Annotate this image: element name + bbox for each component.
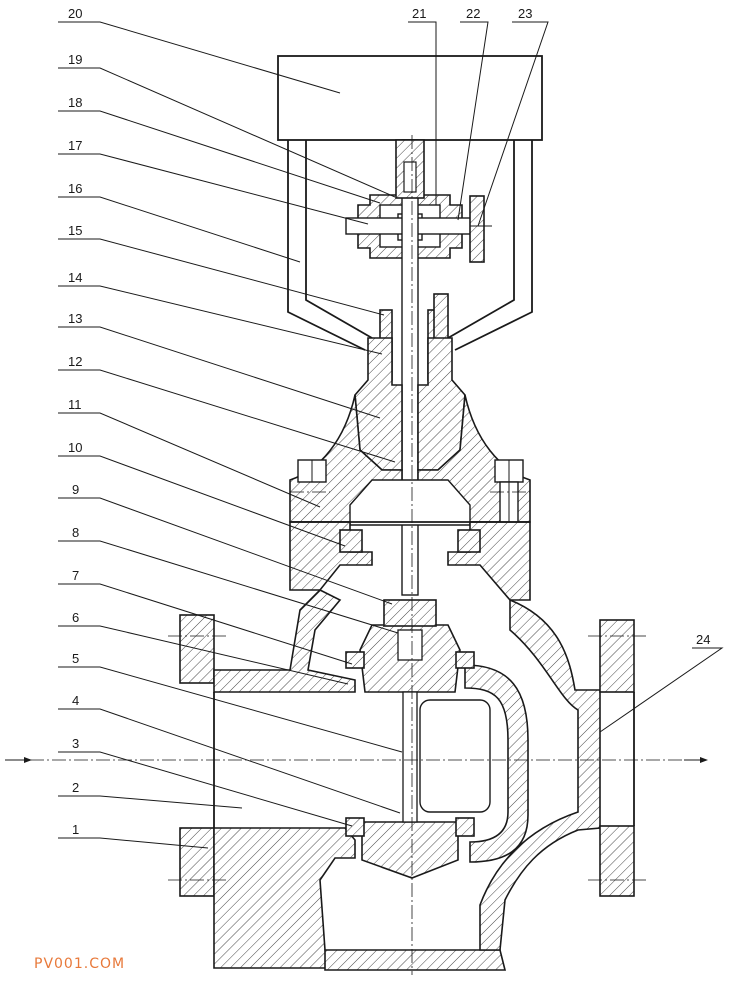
part-label-1: 1 [72, 822, 79, 837]
part-label-10: 10 [68, 440, 82, 455]
part-label-16: 16 [68, 181, 82, 196]
stem-coupling [345, 194, 492, 263]
leader-lines [58, 21, 724, 849]
part-label-23: 23 [518, 6, 532, 21]
part-label-20: 20 [68, 6, 82, 21]
bonnet-bolt-left [297, 459, 327, 483]
part-label-15: 15 [68, 223, 82, 238]
part-label-8: 8 [72, 525, 79, 540]
upper-plug [345, 599, 475, 693]
part-label-18: 18 [68, 95, 82, 110]
inlet-arrow-icon [5, 757, 32, 763]
part-labels: 20 19 18 17 16 15 14 13 12 11 10 9 8 7 6… [68, 6, 710, 837]
part-label-2: 2 [72, 780, 79, 795]
part-label-24: 24 [696, 632, 710, 647]
part-label-12: 12 [68, 354, 82, 369]
part-label-22: 22 [466, 6, 480, 21]
part-label-14: 14 [68, 270, 82, 285]
part-label-21: 21 [412, 6, 426, 21]
part-label-11: 11 [68, 397, 82, 412]
part-label-9: 9 [72, 482, 79, 497]
part-label-17: 17 [68, 138, 82, 153]
part-label-3: 3 [72, 736, 79, 751]
valve-body [179, 589, 635, 971]
actuator-box [277, 55, 543, 141]
part-label-19: 19 [68, 52, 82, 67]
center-lines [30, 135, 690, 975]
part-label-7: 7 [72, 568, 79, 583]
watermark: PV001.COM [34, 956, 125, 972]
part-label-6: 6 [72, 610, 79, 625]
lower-stem [402, 691, 418, 823]
outlet-arrow-icon [684, 757, 708, 763]
part-label-5: 5 [72, 651, 79, 666]
lower-plug [345, 817, 475, 879]
body-flange-joint [289, 521, 531, 601]
part-label-4: 4 [72, 693, 79, 708]
yoke-bracket [287, 140, 533, 351]
part-label-13: 13 [68, 311, 82, 326]
